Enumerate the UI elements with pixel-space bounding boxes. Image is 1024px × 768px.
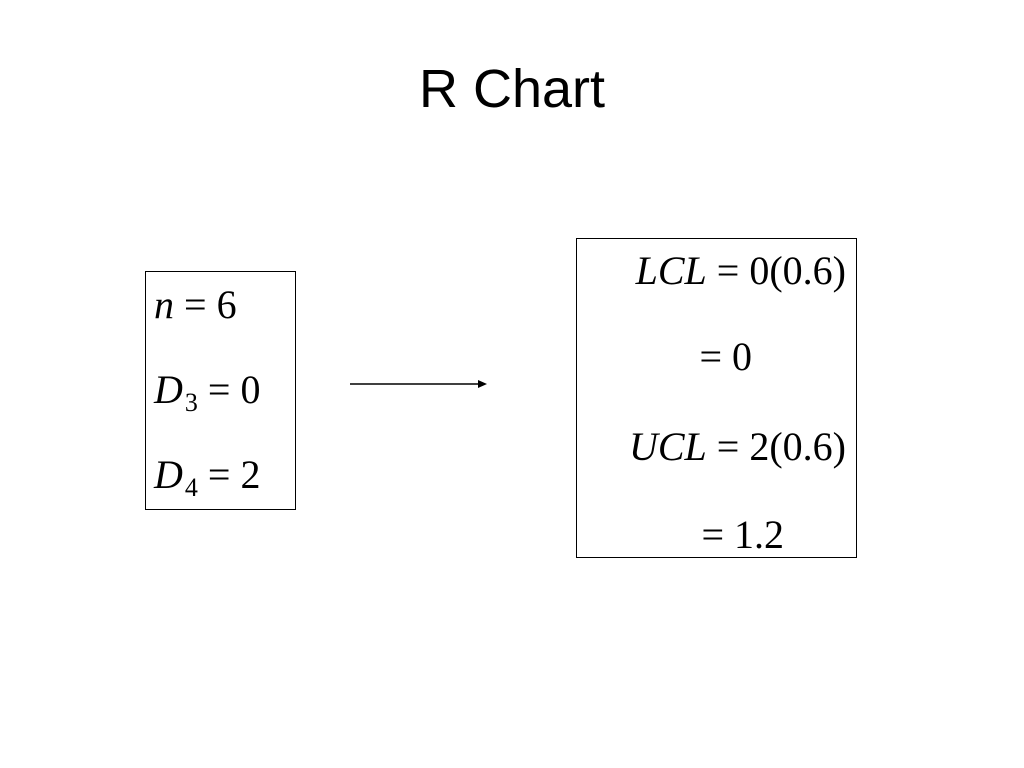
- parameters-box: n=6 D3=0 D4=2: [145, 271, 296, 510]
- equals-sign: =: [184, 282, 207, 327]
- lcl-equation: LCL=0(0.6): [636, 251, 846, 291]
- equals-sign: =: [716, 248, 740, 293]
- lcl-expression: 0(0.6): [749, 248, 846, 293]
- equals-sign: =: [207, 452, 231, 497]
- slide-title: R Chart: [418, 59, 606, 119]
- ucl-result-line: =1.2: [691, 515, 784, 555]
- ucl-variable: UCL: [628, 424, 707, 469]
- d4-variable: D: [154, 452, 183, 497]
- equals-sign: =: [716, 424, 740, 469]
- d4-subscript: 4: [184, 473, 198, 502]
- lcl-result-line: =0: [689, 337, 752, 377]
- d3-equation: D3 =0: [154, 367, 261, 416]
- lcl-variable: LCL: [635, 248, 707, 293]
- n-equation: n=6: [154, 285, 237, 325]
- ucl-equation: UCL=2(0.6): [629, 427, 846, 467]
- lcl-result: 0: [732, 334, 752, 379]
- n-value: 6: [216, 282, 237, 327]
- control-limits-box: LCL=0(0.6) =0 UCL=2(0.6) =1.2: [576, 238, 857, 558]
- d4-equation: D4 =2: [154, 452, 261, 501]
- equals-sign: =: [701, 512, 724, 557]
- d3-variable: D: [154, 367, 183, 412]
- right-arrow-icon: [350, 380, 487, 388]
- equals-sign: =: [699, 334, 722, 379]
- ucl-result: 1.2: [734, 512, 784, 557]
- equals-sign: =: [207, 367, 231, 412]
- d3-value: 0: [240, 367, 261, 412]
- d3-subscript: 3: [184, 388, 198, 417]
- d4-value: 2: [240, 452, 261, 497]
- n-variable: n: [154, 282, 174, 327]
- ucl-expression: 2(0.6): [749, 424, 846, 469]
